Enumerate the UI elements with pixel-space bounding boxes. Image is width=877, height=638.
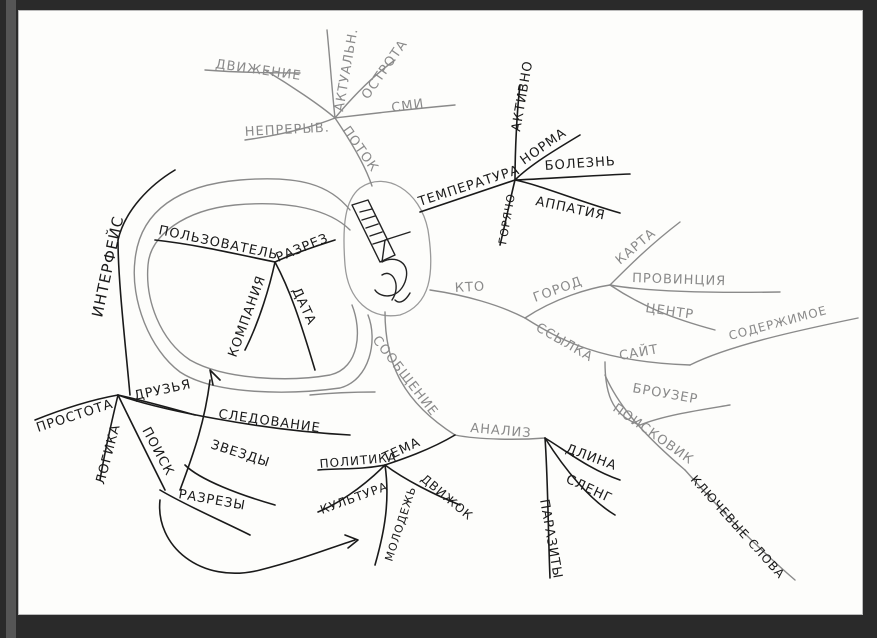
label-kultura: КУЛЬТУРА [318, 479, 390, 517]
label-analiz: АНАЛИЗ [470, 421, 532, 441]
label-prostota: ПРОСТОТА [35, 397, 116, 436]
label-soderzhimoe: СОДЕРЖИМОЕ [727, 303, 828, 343]
label-provinciya: ПРОВИНЦИЯ [632, 271, 727, 289]
label-dvizhenie: ДВИЖЕНИЕ [214, 57, 302, 84]
label-goryacho: ГОРЯЧО [496, 192, 518, 245]
label-sait: САЙТ [618, 341, 660, 364]
label-nepreryv: НЕПРЕРЫВ. [244, 121, 330, 140]
paper-sheet [18, 10, 863, 615]
label-tema: ТЕМА [379, 435, 423, 466]
label-karta: КАРТА [613, 226, 659, 268]
label-apatiya: АППАТИЯ [534, 194, 607, 223]
label-centr: ЦЕНТР [644, 301, 694, 323]
label-dlina: ДЛИНА [564, 442, 619, 474]
label-smi: СМИ [390, 97, 425, 116]
label-aktualn: АКТУАЛЬН. [332, 27, 361, 113]
label-razrez: РАЗРЕЗ [274, 231, 331, 266]
label-poiskovik: ПОИСКОВИК [610, 401, 697, 468]
center-five-icon [351, 199, 411, 303]
label-kto: КТО [454, 279, 485, 296]
label-bolezn: БОЛЕЗНЬ [544, 154, 616, 174]
label-klyuchevye: КЛЮЧЕВЫЕ СЛОВА [688, 473, 788, 582]
label-ssylka: ССЫЛКА [533, 320, 596, 365]
label-razrezy: РАЗРЕЗЫ [177, 487, 247, 514]
label-aktivno: АКТИВНО [509, 59, 536, 132]
label-politika: ПОЛИТИКА [319, 450, 397, 471]
label-potok: ПОТОК [339, 124, 381, 176]
label-ostrota: ОСТРОТА [359, 37, 411, 102]
scanner-edge [6, 0, 16, 638]
label-soobshchenie: СООБЩЕНИЕ [369, 333, 441, 419]
label-logika: ЛОГИКА [93, 422, 123, 486]
label-molodezh: МОЛОДЕЖЬ [382, 485, 418, 563]
label-data: ДАТА [288, 285, 318, 327]
label-poisk: ПОИСК [138, 425, 176, 479]
center-bubble [343, 180, 432, 317]
label-druzya: ДРУЗЬЯ [133, 377, 193, 404]
label-sleng: СЛЕНГ [563, 472, 614, 507]
label-dvizhok: ДВИЖОК [418, 472, 476, 524]
label-parazity: ПАРАЗИТЫ [536, 498, 565, 580]
label-zvezdy: ЗВЕЗДЫ [209, 438, 272, 471]
label-sledovanie: СЛЕДОВАНИЕ [217, 407, 321, 436]
label-brouzer: БРОУЗЕР [631, 381, 699, 407]
